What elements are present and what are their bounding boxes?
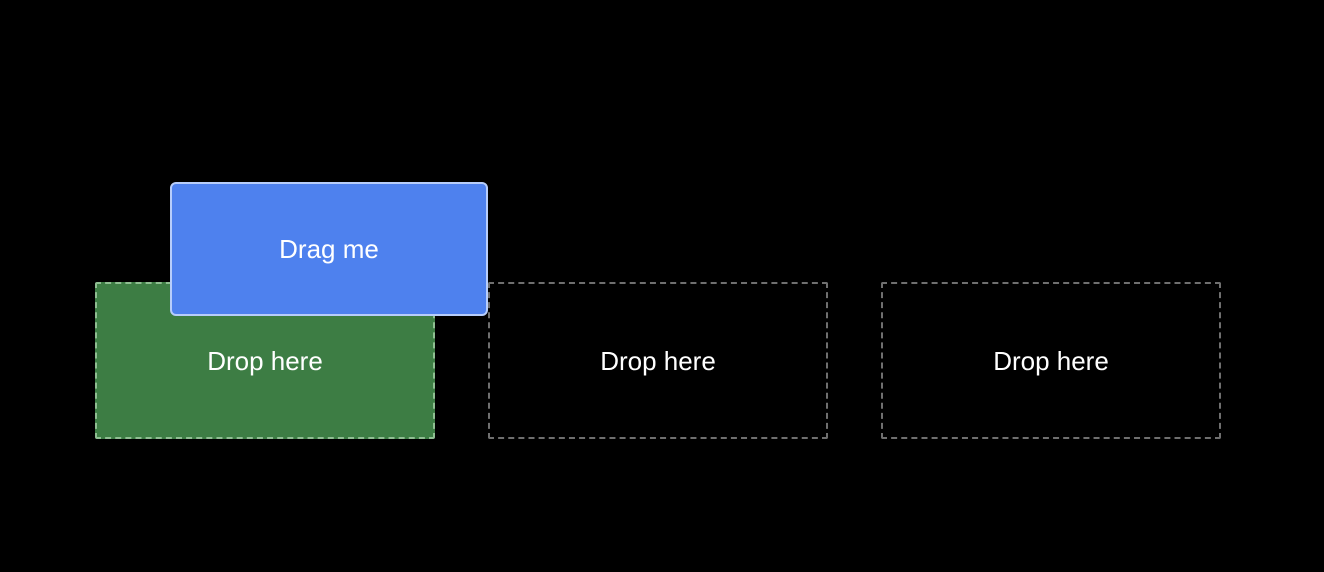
drop-zone-label: Drop here [993,345,1109,376]
draggable-item-label: Drag me [279,233,379,264]
draggable-item[interactable]: Drag me [170,182,488,316]
drop-zone-3[interactable]: Drop here [881,282,1221,439]
drop-zone-2[interactable]: Drop here [488,282,828,439]
drop-zone-label: Drop here [207,345,323,376]
drop-zone-label: Drop here [600,345,716,376]
